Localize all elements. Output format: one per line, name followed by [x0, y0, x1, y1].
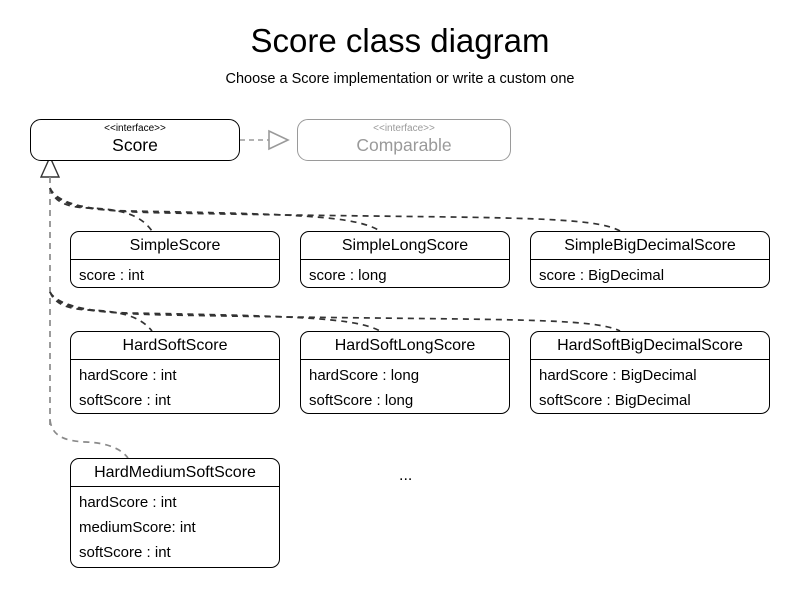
attribute: mediumScore: int — [79, 519, 196, 536]
attribute: hardScore : int — [79, 494, 177, 511]
node-simple-score-attributes: score : int — [71, 260, 279, 287]
node-comparable[interactable]: <<interface>> Comparable — [297, 119, 511, 161]
node-hard-soft-big-decimal-score-attributes: hardScore : BigDecimal softScore : BigDe… — [531, 360, 769, 413]
edge-to-hard-medium-soft-score — [49, 419, 129, 459]
node-simple-big-decimal-score[interactable]: SimpleBigDecimalScore score : BigDecimal — [530, 231, 770, 288]
node-simple-score-title: SimpleScore — [71, 232, 279, 260]
node-hard-medium-soft-score-attributes: hardScore : int mediumScore: int softSco… — [71, 487, 279, 565]
node-hard-soft-score-attributes: hardScore : int softScore : int — [71, 360, 279, 413]
node-hard-soft-long-score-attributes: hardScore : long softScore : long — [301, 360, 509, 413]
node-simple-long-score-attributes: score : long — [301, 260, 509, 287]
attribute: softScore : int — [79, 392, 171, 409]
attribute: softScore : int — [79, 544, 171, 561]
node-score-title: Score — [112, 135, 158, 155]
node-hard-medium-soft-score-title: HardMediumSoftScore — [71, 459, 279, 487]
node-simple-long-score[interactable]: SimpleLongScore score : long — [300, 231, 510, 288]
node-simple-big-decimal-score-title: SimpleBigDecimalScore — [531, 232, 769, 260]
node-comparable-title: Comparable — [356, 135, 452, 155]
attribute: score : int — [79, 267, 145, 284]
node-hard-soft-long-score-title: HardSoftLongScore — [301, 332, 509, 360]
edge-bundle-row1 — [49, 187, 621, 232]
edge-bundle-row2 — [49, 291, 621, 332]
node-hard-medium-soft-score[interactable]: HardMediumSoftScore hardScore : int medi… — [70, 458, 280, 568]
node-hard-soft-score-title: HardSoftScore — [71, 332, 279, 360]
node-simple-big-decimal-score-attributes: score : BigDecimal — [531, 260, 769, 287]
attribute: score : long — [309, 267, 387, 284]
more-implementations-ellipsis: ... — [399, 467, 413, 484]
node-simple-long-score-title: SimpleLongScore — [301, 232, 509, 260]
attribute: hardScore : long — [309, 367, 420, 384]
attribute: hardScore : BigDecimal — [539, 367, 697, 384]
page-subtitle: Choose a Score implementation or write a… — [225, 71, 575, 87]
attribute: hardScore : int — [79, 367, 177, 384]
node-simple-score[interactable]: SimpleScore score : int — [70, 231, 280, 288]
node-score-head: <<interface>> Score — [31, 120, 239, 156]
node-hard-soft-big-decimal-score[interactable]: HardSoftBigDecimalScore hardScore : BigD… — [530, 331, 770, 414]
page-title: Score class diagram — [250, 22, 550, 59]
attribute: softScore : BigDecimal — [539, 392, 691, 409]
node-score[interactable]: <<interface>> Score — [30, 119, 240, 161]
node-comparable-stereotype: <<interface>> — [373, 123, 435, 134]
node-hard-soft-score[interactable]: HardSoftScore hardScore : int softScore … — [70, 331, 280, 414]
node-hard-soft-big-decimal-score-title: HardSoftBigDecimalScore — [531, 332, 769, 360]
attribute: score : BigDecimal — [539, 267, 665, 284]
node-score-stereotype: <<interface>> — [104, 123, 166, 134]
node-comparable-head: <<interface>> Comparable — [298, 120, 510, 156]
node-hard-soft-long-score[interactable]: HardSoftLongScore hardScore : long softS… — [300, 331, 510, 414]
attribute: softScore : long — [309, 392, 414, 409]
edge-score-to-comparable — [240, 129, 290, 151]
